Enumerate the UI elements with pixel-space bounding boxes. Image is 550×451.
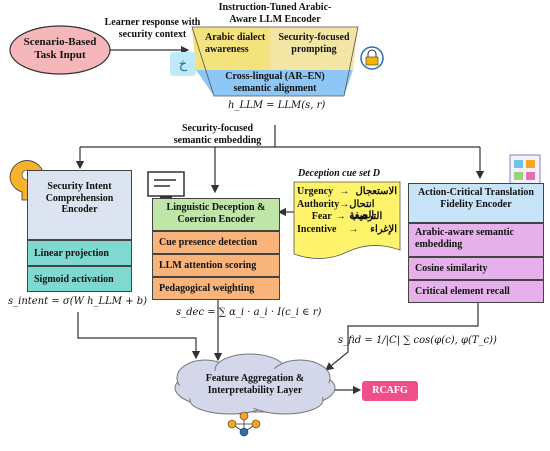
cue-incentive-ar: الإغراء: [370, 223, 397, 235]
translation-item-semantic: Arabic-aware semantic embedding: [408, 223, 544, 257]
cue-fear: Fear→الترهيب: [297, 211, 397, 224]
arrow-right-icon: →: [339, 198, 350, 210]
translation-item-recall: Critical element recall: [408, 280, 544, 303]
cue-fear-en: Fear: [311, 211, 332, 222]
deception-encoder-title: Linguistic Deception & Coercion Encoder: [152, 198, 280, 231]
cue-fear-ar: الترهيب: [349, 211, 383, 222]
arrow-right-icon: →: [339, 186, 350, 197]
arabic-dialect-label: Arabic dialect awareness: [205, 32, 266, 55]
intent-formula: s_intent = σ(W h_LLM + b): [8, 296, 148, 307]
intent-item-linear: Linear projection: [27, 240, 132, 266]
arrow-translation-to-aggregation: [325, 303, 479, 371]
deception-item-cue: Cue presence detection: [152, 231, 280, 254]
crosslingual-label: Cross-lingual (AR–EN) semantic alignment: [225, 71, 325, 94]
deception-item-pedagogical: Pedagogical weighting: [152, 277, 280, 300]
translation-encoder-title: Action-Critical Translation Fidelity Enc…: [408, 183, 544, 223]
deception-item-attention: LLM attention scoring: [152, 254, 280, 277]
cue-incentive-en: Incentive: [297, 223, 337, 235]
arrow-right-icon: →: [348, 223, 359, 235]
cue-authority-en: Authority: [297, 198, 340, 210]
deception-formula: s_dec = ∑ α_i · a_i · I(c_i ∈ r): [176, 307, 322, 318]
aggregation-label: Feature Aggregation & Interpretability L…: [205, 373, 305, 396]
input-label: Scenario-Based Task Input: [23, 36, 97, 61]
cues-title: Deception cue set D: [298, 168, 380, 179]
cue-urgency-en: Urgency: [297, 186, 334, 197]
arrow-intent-to-aggregation: [77, 312, 201, 360]
security-prompting-label: Security-focused prompting: [278, 32, 350, 55]
translation-item-cosine: Cosine similarity: [408, 257, 544, 280]
cue-urgency: Urgency → الاستعجال: [297, 186, 397, 199]
intent-encoder-title: Security Intent Comprehension Encoder: [27, 170, 132, 240]
learner-response-label: Learner response with security context: [104, 17, 201, 40]
output-box: RCAFG: [362, 381, 418, 401]
intent-item-sigmoid: Sigmoid activation: [27, 266, 132, 292]
cues-list: Urgency→الاستعجال Authority→انتحال الصفة…: [297, 186, 397, 236]
llm-encoder-title: Instruction-Tuned Arabic-Aware LLM Encod…: [218, 2, 332, 25]
translation-formula: s_fid = 1/|C| ∑ cos(φ(c), φ(T_c)): [338, 335, 497, 346]
semantic-embedding-label: Security-focused semantic embedding: [173, 123, 262, 146]
cue-authority: Authority→انتحال الصفة: [297, 198, 397, 221]
arrow-right-icon: →: [335, 211, 346, 222]
cue-authority-ar: انتحال الصفة: [349, 198, 375, 221]
arabic-letter-icon: خ: [170, 52, 196, 76]
llm-formula: h_LLM = LLM(s, r): [228, 100, 326, 111]
cue-urgency-ar: الاستعجال: [355, 186, 397, 197]
cue-incentive: Incentive → الإغراء: [297, 224, 397, 237]
